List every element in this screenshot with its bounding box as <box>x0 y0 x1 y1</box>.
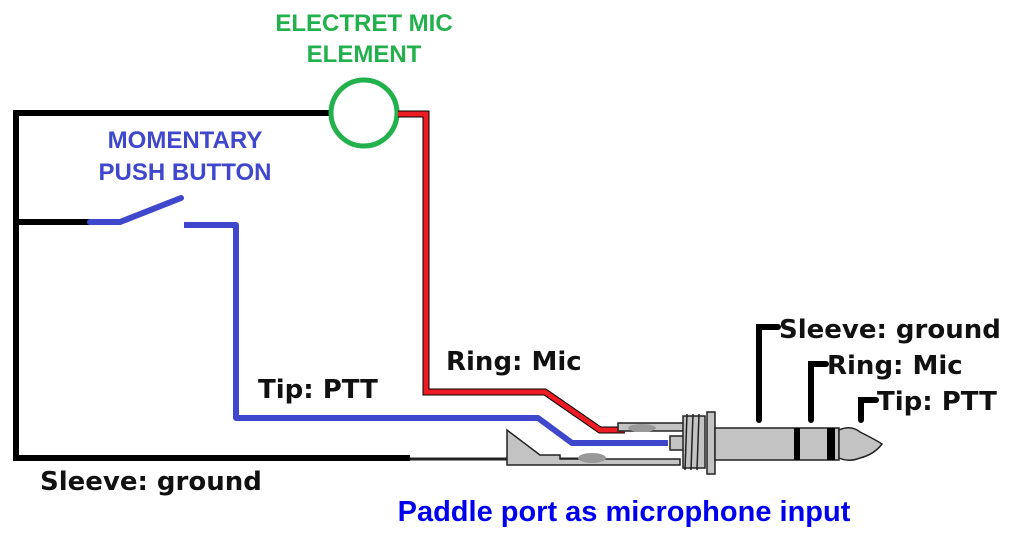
tip-wire <box>184 222 668 446</box>
jack-socket-icon <box>506 411 716 475</box>
ring-wire <box>398 110 625 434</box>
plug-tip-label: Tip: PTT <box>877 387 997 417</box>
sleeve-wire-label: Sleeve: ground <box>40 467 262 497</box>
push-button-label-line1: MOMENTARY <box>108 127 263 154</box>
stereo-plug-icon <box>714 427 884 462</box>
mic-label-line1: ELECTRET MIC <box>275 10 452 37</box>
tip-wire-label: Tip: PTT <box>258 375 378 405</box>
plug-callout-leaders <box>756 324 879 423</box>
plug-ring-label: Ring: Mic <box>827 351 963 381</box>
push-button-switch-icon <box>87 195 184 225</box>
mic-label-line2: ELEMENT <box>307 41 422 68</box>
mic-element-icon <box>328 77 400 149</box>
plug-sleeve-label: Sleeve: ground <box>779 315 1001 345</box>
diagram-caption: Paddle port as microphone input <box>398 496 851 528</box>
push-button-label-line2: PUSH BUTTON <box>99 159 272 186</box>
ring-wire-label: Ring: Mic <box>446 347 582 377</box>
